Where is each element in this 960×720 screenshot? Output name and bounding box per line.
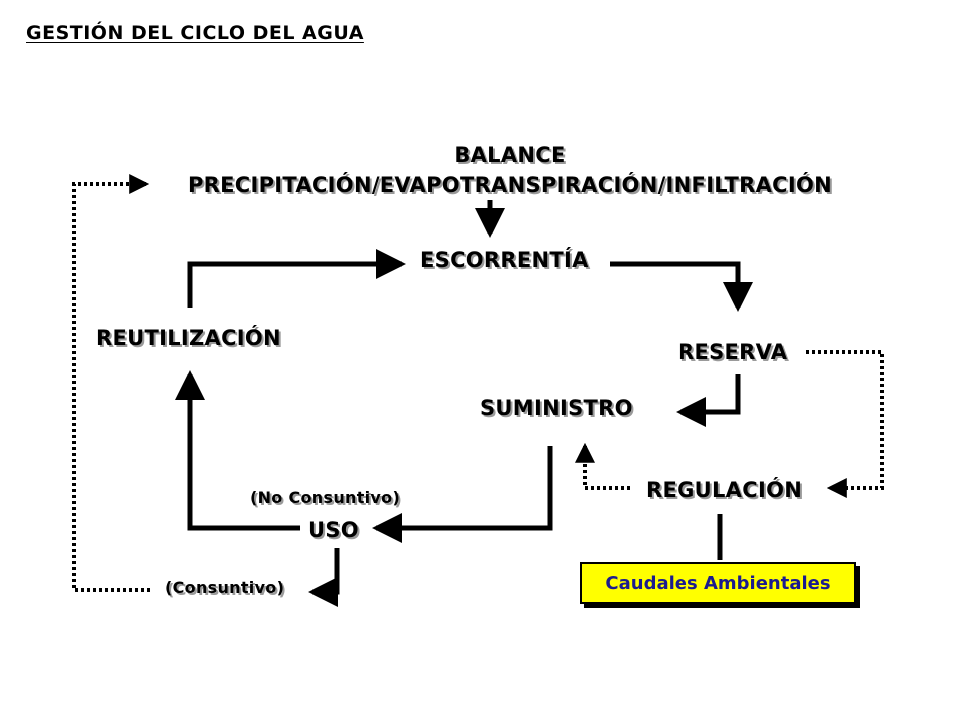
node-reserva: RESERVA [678,340,788,364]
dotted-reserva-to-regulacion [806,350,884,498]
dotted-consuntivo-to-balance [72,174,150,592]
arrow-reutilizacion-to-escorrentia [187,249,407,308]
balance-subheading: PRECIPITACIÓN/EVAPOTRANSPIRACIÓN/INFILTR… [187,173,833,197]
node-reutilizacion: REUTILIZACIÓN [96,326,281,350]
node-escorrentia: ESCORRENTÍA [420,248,589,272]
node-balance: BALANCE PRECIPITACIÓN/EVAPOTRANSPIRACIÓN… [0,140,960,200]
label-consuntivo: (Consuntivo) [165,578,285,597]
dotted-regulacion-to-suministro [575,442,630,490]
arrow-escorrentia-to-reserva [610,261,753,313]
arrow-uso-to-consuntivo [307,548,340,607]
arrow-uso-to-reutilizacion [175,369,300,531]
node-suministro: SUMINISTRO [480,396,633,420]
caudales-ambientales-label: Caudales Ambientales [605,572,831,594]
arrow-suministro-to-uso [371,446,553,543]
label-no-consuntivo: (No Consuntivo) [250,488,401,507]
caudales-ambientales-box: Caudales Ambientales [580,562,856,604]
arrow-reserva-to-suministro [675,374,741,427]
node-uso: USO [308,518,359,542]
page-title: GESTIÓN DEL CICLO DEL AGUA [26,22,364,44]
balance-heading: BALANCE [454,143,566,167]
node-regulacion: REGULACIÓN [646,478,803,502]
